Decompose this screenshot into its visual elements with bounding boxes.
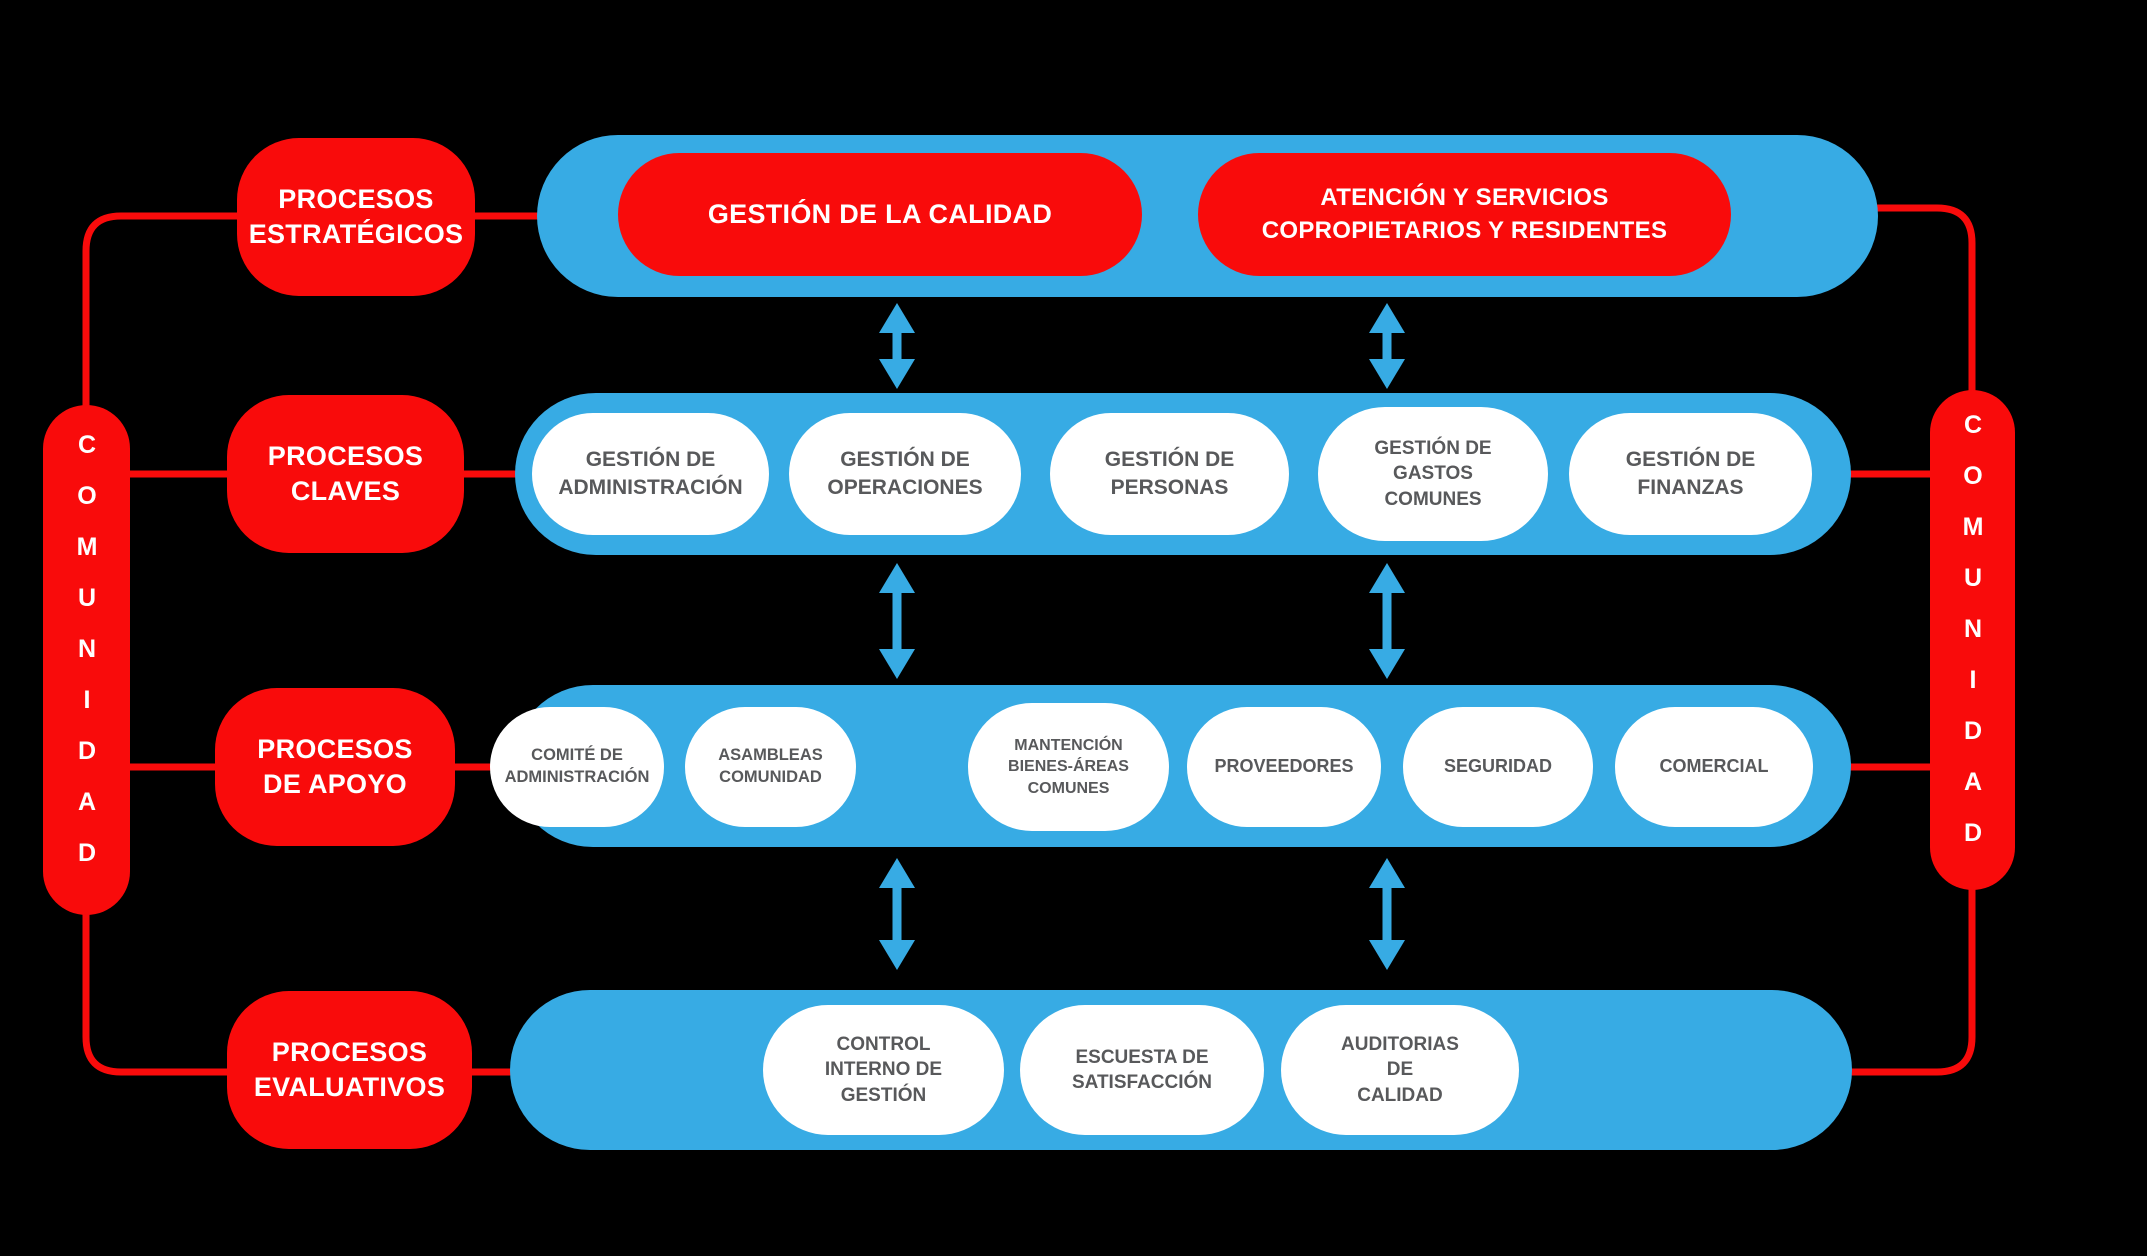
bidirectional-arrow-icon — [879, 858, 915, 970]
process-oval-comercial: COMERCIAL — [1615, 707, 1813, 827]
red-connector-lines — [82, 204, 1976, 1076]
category-label-evaluativos: PROCESOS EVALUATIVOS — [227, 991, 472, 1149]
process-oval-control-interno: CONTROL INTERNO DE GESTIÓN — [763, 1005, 1004, 1135]
process-oval-auditorias-calidad: AUDITORIAS DE CALIDAD — [1281, 1005, 1519, 1135]
bidirectional-arrow-icon — [1369, 563, 1405, 679]
comunidad-rail-right-label: COMUNIDAD — [1959, 410, 1987, 870]
process-oval-gestion-finanzas: GESTIÓN DE FINANZAS — [1569, 413, 1812, 535]
process-oval-escuesta-satisfaccion: ESCUESTA DE SATISFACCIÓN — [1020, 1005, 1264, 1135]
process-oval-asambleas-comunidad: ASAMBLEAS COMUNIDAD — [685, 707, 856, 827]
bidirectional-arrow-icon — [879, 303, 915, 389]
process-pill-gestion-de-la-calidad: GESTIÓN DE LA CALIDAD — [618, 153, 1142, 276]
process-oval-gestion-personas: GESTIÓN DE PERSONAS — [1050, 413, 1289, 535]
category-label-estrategicos: PROCESOS ESTRATÉGICOS — [237, 138, 475, 296]
process-pill-atencion-y-servicios: ATENCIÓN Y SERVICIOS COPROPIETARIOS Y RE… — [1198, 153, 1731, 276]
bidirectional-arrow-icon — [1369, 858, 1405, 970]
process-oval-gestion-administracion: GESTIÓN DE ADMINISTRACIÓN — [532, 413, 769, 535]
process-oval-seguridad: SEGURIDAD — [1403, 707, 1593, 827]
bidirectional-arrow-icon — [1369, 303, 1405, 389]
comunidad-rail-left-label: COMUNIDAD — [73, 430, 101, 890]
process-oval-gestion-operaciones: GESTIÓN DE OPERACIONES — [789, 413, 1021, 535]
comunidad-rail-right: COMUNIDAD — [1930, 390, 2015, 890]
flow-arrows — [879, 303, 1405, 970]
process-oval-gestion-gastos-comunes: GESTIÓN DE GASTOS COMUNES — [1318, 407, 1548, 541]
process-oval-comite-administracion: COMITÉ DE ADMINISTRACIÓN — [490, 707, 664, 827]
bidirectional-arrow-icon — [879, 563, 915, 679]
category-label-claves: PROCESOS CLAVES — [227, 395, 464, 553]
process-oval-proveedores: PROVEEDORES — [1187, 707, 1381, 827]
comunidad-rail-left: COMUNIDAD — [43, 405, 130, 915]
process-oval-mantencion-bienes: MANTENCIÓN BIENES-ÁREAS COMUNES — [968, 703, 1169, 831]
category-label-apoyo: PROCESOS DE APOYO — [215, 688, 455, 846]
